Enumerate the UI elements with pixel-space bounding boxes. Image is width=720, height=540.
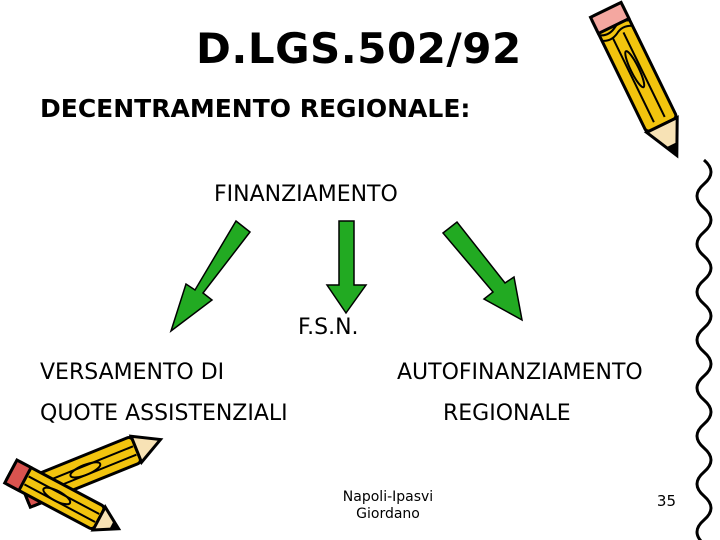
slide-title: D.LGS.502/92 bbox=[196, 24, 522, 73]
arrow-down-icon bbox=[325, 220, 368, 315]
left-node-label-line1: VERSAMENTO DI bbox=[40, 360, 225, 385]
pencil-icon bbox=[588, 0, 679, 159]
footer-line2: Giordano bbox=[356, 506, 420, 522]
arrow-right-icon bbox=[441, 220, 524, 322]
footer-line1: Napoli-Ipasvi bbox=[342, 489, 434, 505]
slide-subtitle: DECENTRAMENTO REGIONALE: bbox=[40, 94, 471, 123]
pencils-icon bbox=[2, 434, 164, 532]
page-number: 35 bbox=[656, 492, 676, 510]
right-node-label-line1: AUTOFINANZIAMENTO bbox=[397, 360, 643, 385]
slide-footer: Napoli-Ipasvi Giordano bbox=[318, 489, 458, 523]
squiggle-decoration bbox=[695, 158, 713, 540]
center-node-label: F.S.N. bbox=[298, 315, 359, 340]
right-node-label-line2: REGIONALE bbox=[443, 401, 571, 426]
left-node-label-line2: QUOTE ASSISTENZIALI bbox=[40, 401, 288, 426]
arrow-left-icon bbox=[169, 219, 252, 334]
root-node-label: FINANZIAMENTO bbox=[214, 182, 398, 207]
